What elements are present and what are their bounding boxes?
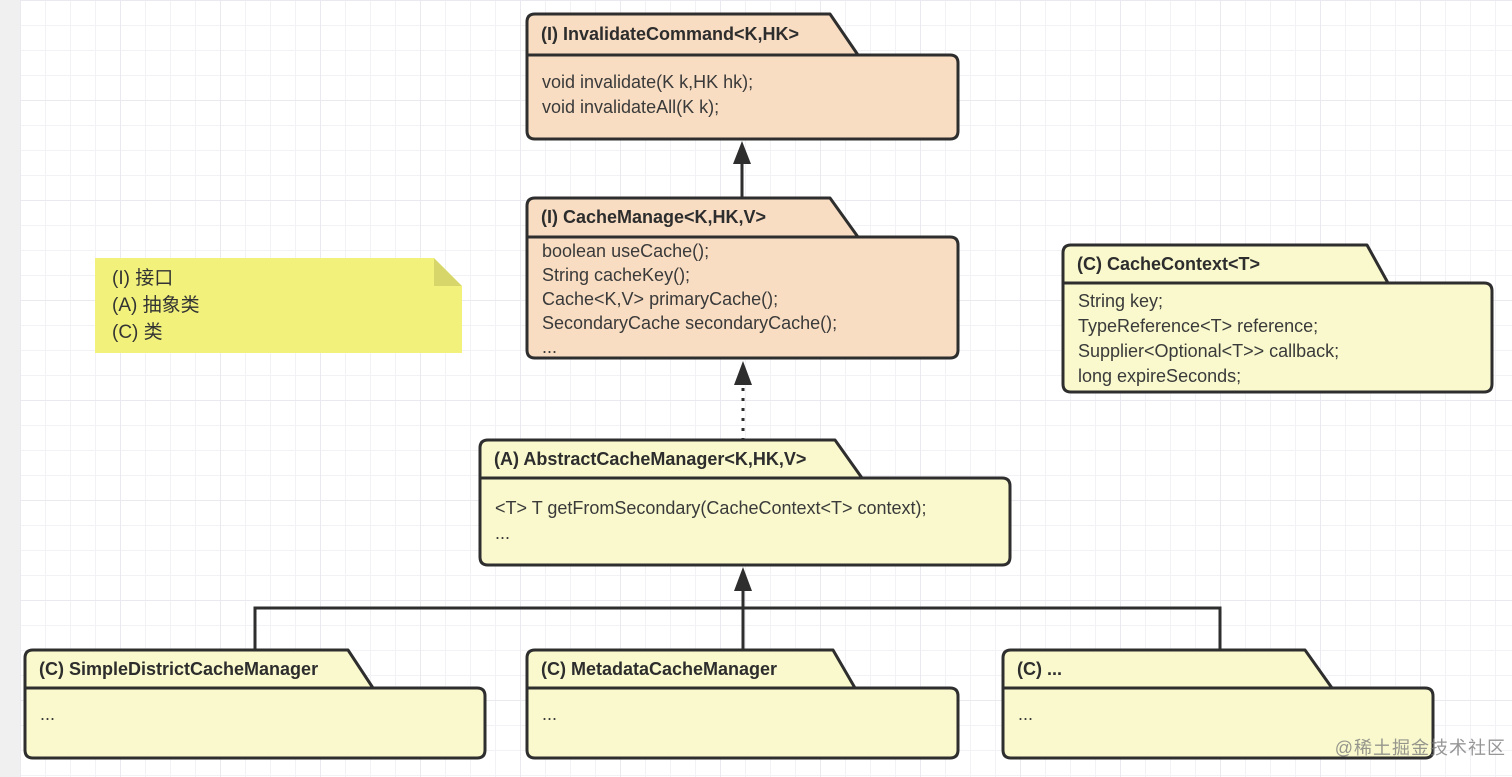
folder-shape xyxy=(23,648,487,760)
node-title: (C) CacheContext<T> xyxy=(1077,253,1261,274)
node-abstract-cache-manager[interactable]: (A) AbstractCacheManager<K,HK,V> <T> T g… xyxy=(478,438,1012,567)
member-line: void invalidateAll(K k); xyxy=(542,97,720,117)
legend-sticky-note[interactable]: (I) 接口 (A) 抽象类 (C) 类 xyxy=(95,258,462,353)
folder-shape xyxy=(525,648,960,760)
canvas-left-margin xyxy=(0,0,20,777)
member-line: <T> T getFromSecondary(CacheContext<T> c… xyxy=(495,498,927,518)
legend-line: (I) 接口 xyxy=(112,268,174,289)
folder-shape xyxy=(525,196,960,360)
member-line: boolean useCache(); xyxy=(542,241,710,261)
member-line: ... xyxy=(40,704,56,724)
node-cache-manage[interactable]: (I) CacheManage<K,HK,V> boolean useCache… xyxy=(525,196,960,360)
member-line: TypeReference<T> reference; xyxy=(1078,316,1319,336)
node-title: (C) SimpleDistrictCacheManager xyxy=(39,658,319,679)
node-simple-district-cache-manager[interactable]: (C) SimpleDistrictCacheManager ... xyxy=(23,648,487,760)
node-cache-context[interactable]: (C) CacheContext<T> String key; TypeRefe… xyxy=(1061,243,1494,394)
node-members: String key; TypeReference<T> reference; … xyxy=(1078,283,1486,389)
node-invalidate-command[interactable]: (I) InvalidateCommand<K,HK> void invalid… xyxy=(525,12,960,141)
member-line: String key; xyxy=(1078,291,1164,311)
node-members: boolean useCache(); String cacheKey(); C… xyxy=(542,237,952,359)
node-title: (C) ... xyxy=(1017,658,1062,679)
member-line: Supplier<Optional<T>> callback; xyxy=(1078,341,1340,361)
folder-shape xyxy=(1001,648,1435,760)
legend-line: (A) 抽象类 xyxy=(112,295,200,316)
member-line: ... xyxy=(1018,704,1034,724)
folder-shape xyxy=(1061,243,1494,394)
node-title: (A) AbstractCacheManager<K,HK,V> xyxy=(494,448,807,469)
member-line: Cache<K,V> primaryCache(); xyxy=(542,289,779,309)
node-title: (C) MetadataCacheManager xyxy=(541,658,778,679)
node-title: (I) InvalidateCommand<K,HK> xyxy=(541,24,800,44)
node-members: ... xyxy=(40,688,479,727)
node-members: void invalidate(K k,HK hk); void invalid… xyxy=(542,55,952,120)
folder-shape xyxy=(525,12,960,141)
node-title: (I) CacheManage<K,HK,V> xyxy=(541,207,767,227)
legend-text: (I) 接口 (A) 抽象类 (C) 类 xyxy=(112,265,200,346)
member-line: ... xyxy=(542,704,558,724)
member-line: ... xyxy=(495,523,511,543)
member-line: SecondaryCache secondaryCache(); xyxy=(542,313,838,333)
member-line: void invalidate(K k,HK hk); xyxy=(542,72,754,92)
legend-line: (C) 类 xyxy=(112,322,163,343)
node-other-cache-manager[interactable]: (C) ... ... xyxy=(1001,648,1435,760)
node-members: <T> T getFromSecondary(CacheContext<T> c… xyxy=(495,478,1004,546)
watermark: @稀土掘金技术社区 xyxy=(1334,738,1506,758)
member-line: long expireSeconds; xyxy=(1078,366,1242,386)
member-line: ... xyxy=(542,337,558,357)
node-members: ... xyxy=(542,688,952,727)
node-members: ... xyxy=(1018,688,1427,727)
member-line: String cacheKey(); xyxy=(542,265,691,285)
node-metadata-cache-manager[interactable]: (C) MetadataCacheManager ... xyxy=(525,648,960,760)
folder-shape xyxy=(478,438,1012,567)
